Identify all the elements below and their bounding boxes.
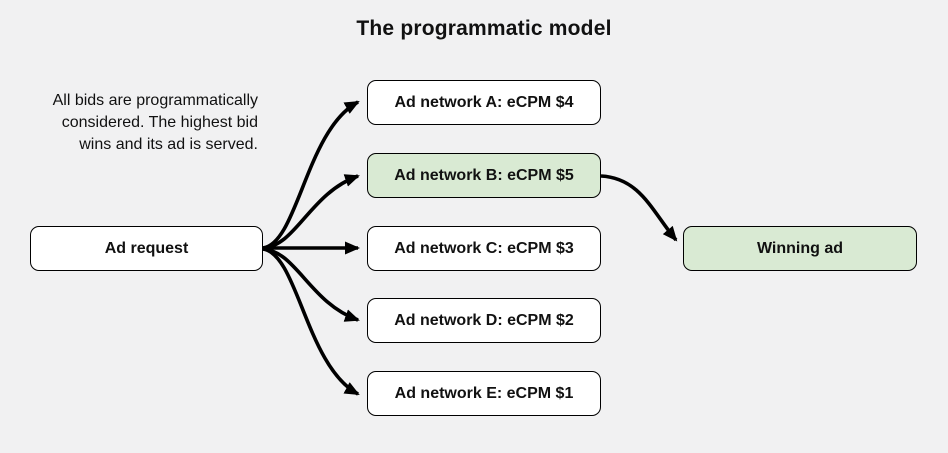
node-label: Ad network A: eCPM $4 xyxy=(394,93,574,111)
node-label: Ad request xyxy=(104,239,189,257)
node-ad-network-b: Ad network B: eCPM $5 xyxy=(367,153,601,198)
description-line: All bids are programmatically xyxy=(52,92,258,109)
node-ad-network-c: Ad network C: eCPM $3 xyxy=(367,226,601,271)
arrow-request-to-network-e xyxy=(262,247,360,396)
node-label: Ad network E: eCPM $1 xyxy=(394,384,574,402)
node-label: Winning ad xyxy=(756,239,844,257)
page-title: The programmatic model xyxy=(356,17,612,40)
arrow-request-to-network-a xyxy=(262,100,360,250)
node-ad-network-e: Ad network E: eCPM $1 xyxy=(367,371,601,416)
arrow-request-to-network-b xyxy=(262,174,360,250)
description-line: considered. The highest bid xyxy=(61,114,258,131)
node-ad-network-d: Ad network D: eCPM $2 xyxy=(367,298,601,343)
node-label: Ad network D: eCPM $2 xyxy=(394,311,574,329)
arrow-request-to-network-d xyxy=(262,247,360,322)
node-label: Ad network B: eCPM $5 xyxy=(394,166,574,184)
description-line: wins and its ad is served. xyxy=(79,136,258,153)
description-text: All bids are programmatically considered… xyxy=(8,90,258,156)
node-winning-ad: Winning ad xyxy=(683,226,917,271)
node-ad-network-a: Ad network A: eCPM $4 xyxy=(367,80,601,125)
arrow-network-b-to-winning-ad xyxy=(600,174,678,242)
node-ad-request: Ad request xyxy=(30,226,263,271)
node-label: Ad network C: eCPM $3 xyxy=(394,239,574,257)
